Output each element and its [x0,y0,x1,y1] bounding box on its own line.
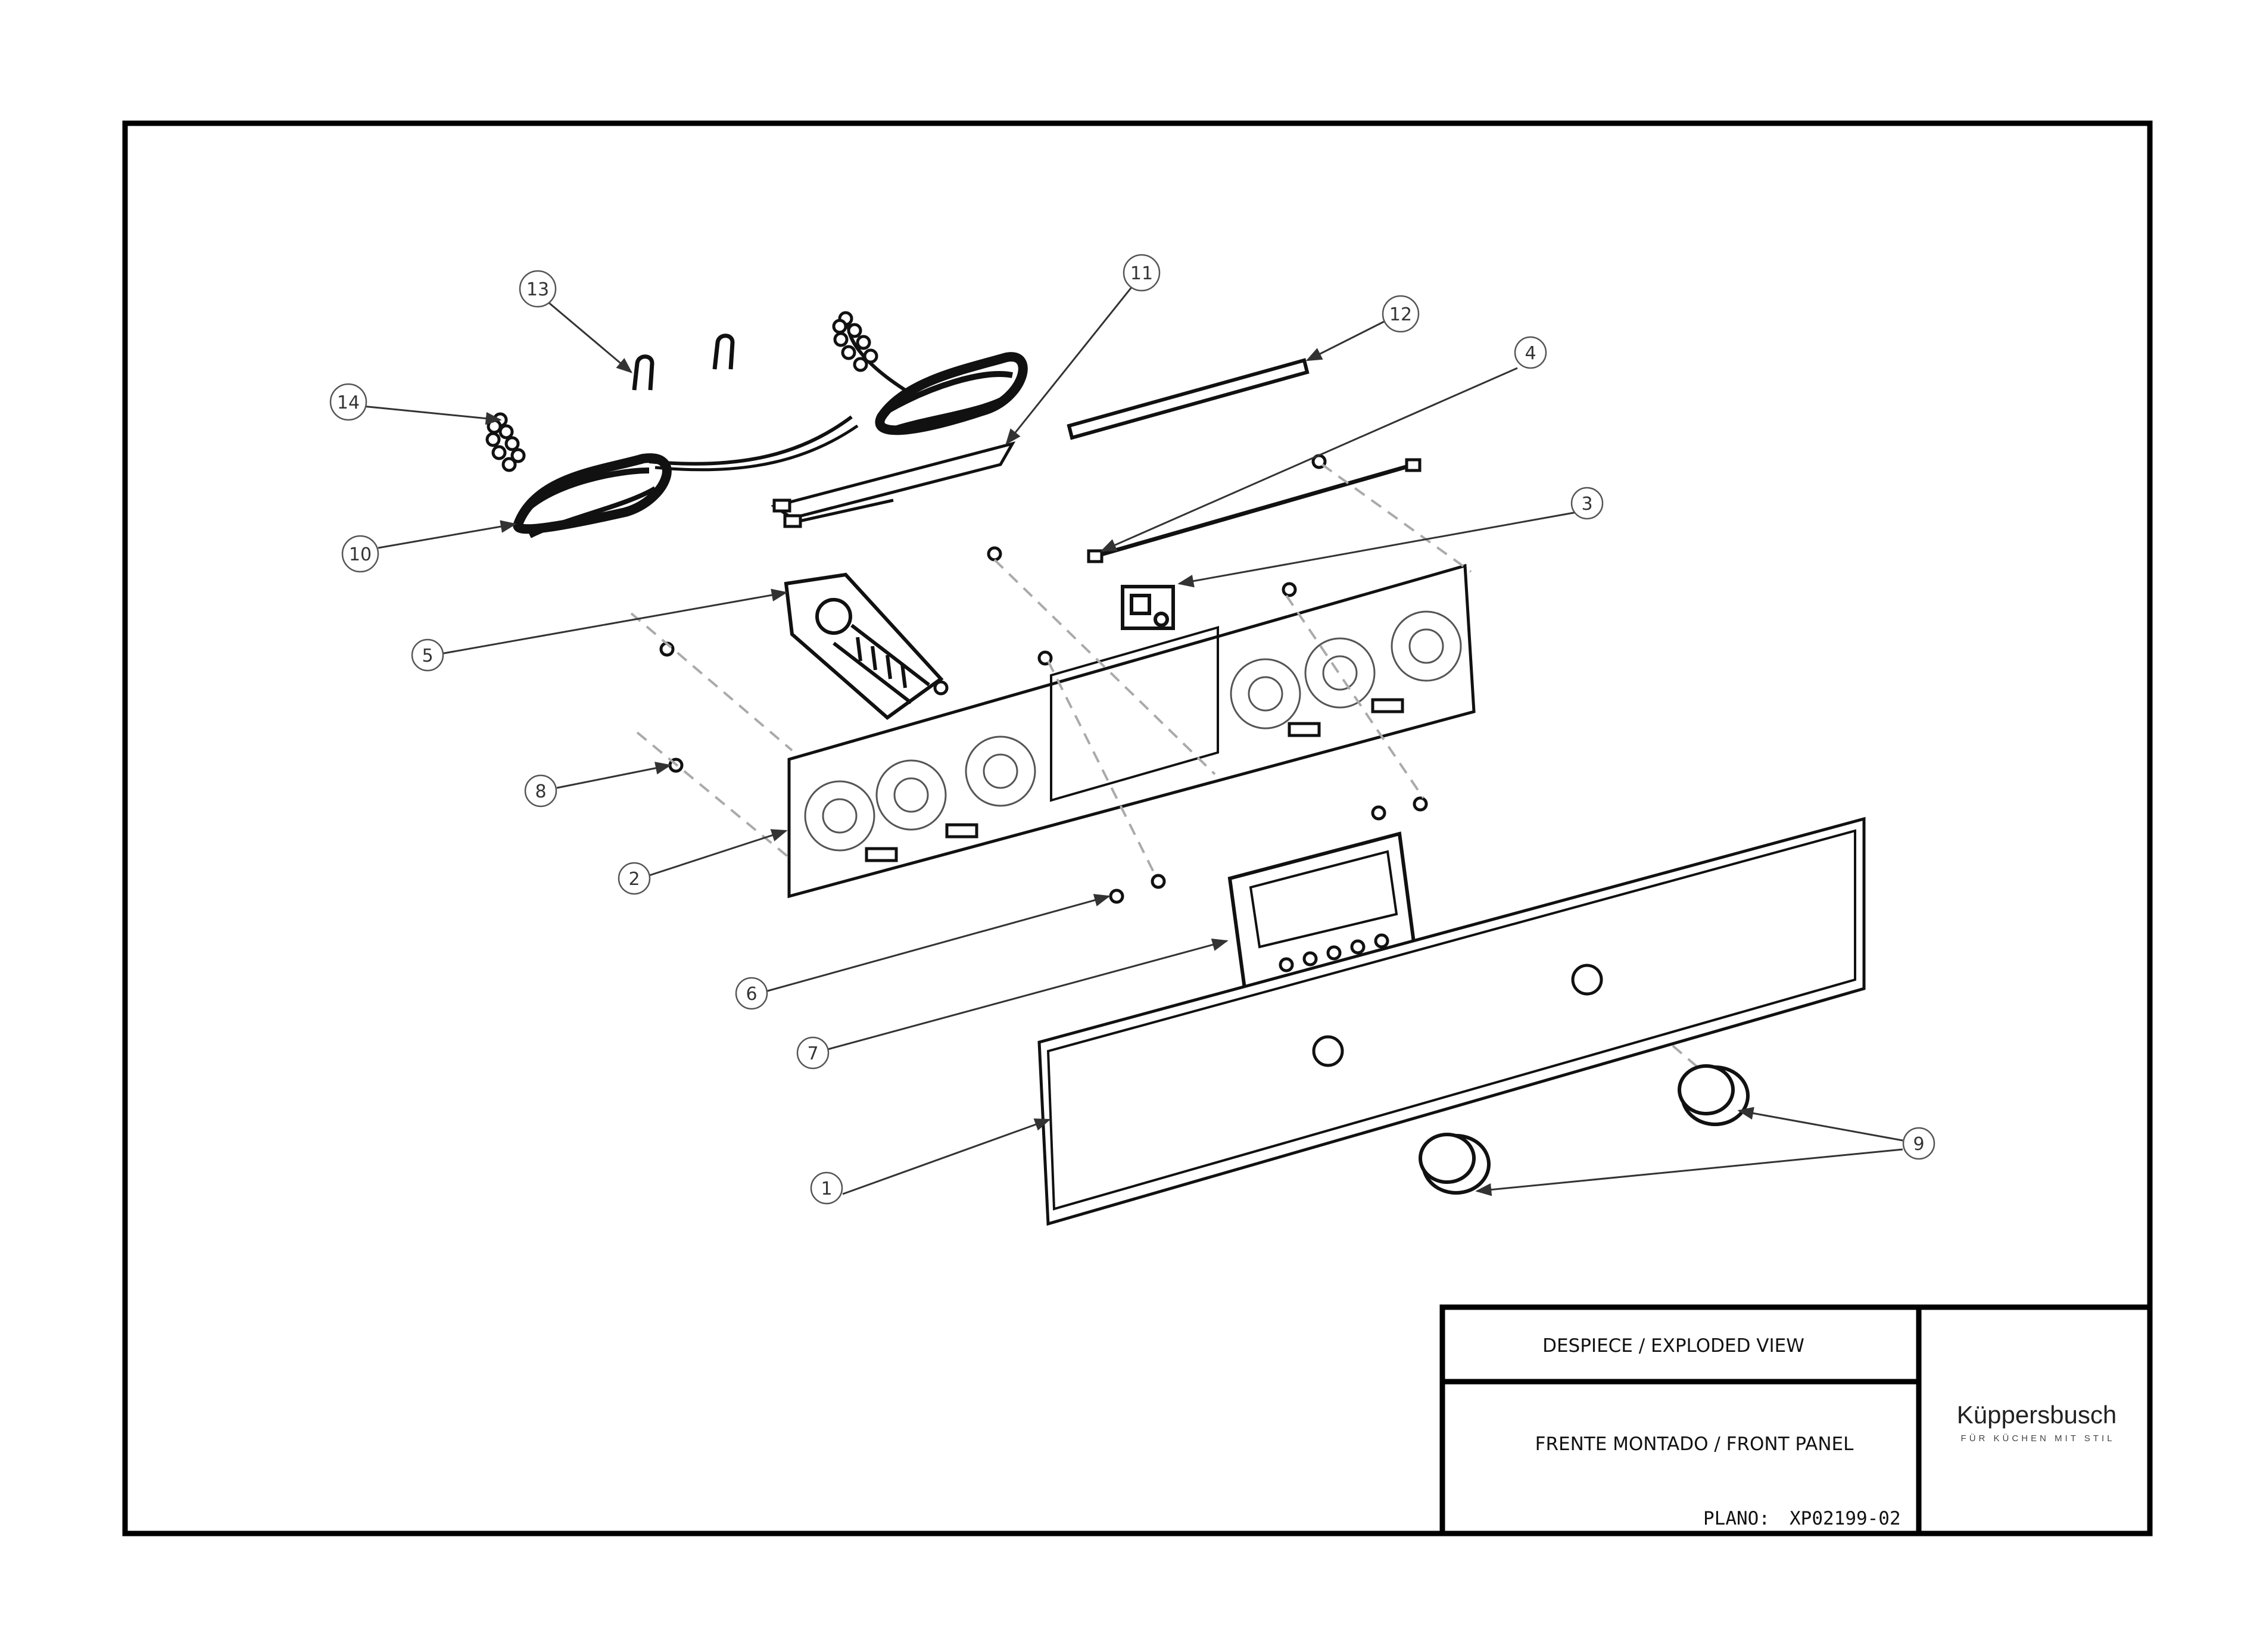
knobs-part-9 [1419,1064,1750,1195]
clips-part-13 [632,333,735,391]
callout-5-label: 5 [422,646,433,666]
callout-8: 8 [524,774,557,808]
callout-7: 7 [796,1036,830,1070]
callout-13-label: 13 [526,279,549,300]
callout-13: 13 [519,270,557,308]
callout-2-label: 2 [628,869,640,890]
callout-4-label: 4 [1525,343,1536,364]
callout-5: 5 [411,638,444,672]
callout-10: 10 [341,535,379,573]
drawing-description: FRENTE MONTADO / FRONT PANEL [1535,1433,1854,1455]
callout-2: 2 [618,862,651,895]
callout-4: 4 [1514,336,1547,369]
brand-tagline: FÜR KÜCHEN MIT STIL [1961,1433,2115,1444]
strip-part-12 [1067,358,1310,440]
callout-6: 6 [735,977,768,1010]
callout-3-label: 3 [1581,494,1592,515]
plano-label: PLANO: [1703,1508,1770,1529]
drawing-frame [122,120,2153,1536]
callout-12-label: 12 [1389,304,1412,325]
display-module-part-7 [1227,831,1417,991]
wire-part-4 [1087,458,1422,563]
callout-6-label: 6 [746,984,757,1005]
callout-3: 3 [1570,487,1604,520]
control-frame-part-2 [787,563,1476,899]
callout-8-label: 8 [535,781,546,802]
callout-12: 12 [1382,295,1420,333]
callout-11: 11 [1123,254,1161,292]
cable-part-11 [770,441,1016,528]
switch-part-3 [1121,585,1175,630]
title-block: DESPIECE / EXPLODED VIEW FRENTE MONTADO … [1439,1304,2153,1536]
callout-1-label: 1 [821,1179,832,1199]
callout-9: 9 [1902,1127,1935,1160]
terminal-block-part-5 [784,572,944,720]
plano-number: XP02199-02 [1790,1508,1901,1529]
callout-7-label: 7 [807,1043,818,1064]
front-panel-part-1 [1037,816,1866,1226]
callout-9-label: 9 [1913,1134,1924,1155]
leader-lines [361,285,1903,1196]
callout-10-label: 10 [349,544,372,565]
callout-11-label: 11 [1130,263,1153,284]
callout-14-label: 14 [337,392,360,413]
callout-14: 14 [329,383,367,421]
brand-name: Küppersbusch [1957,1401,2117,1429]
wiring-harness [513,314,1028,538]
view-title: DESPIECE / EXPLODED VIEW [1542,1335,1804,1357]
callout-1: 1 [810,1171,843,1205]
